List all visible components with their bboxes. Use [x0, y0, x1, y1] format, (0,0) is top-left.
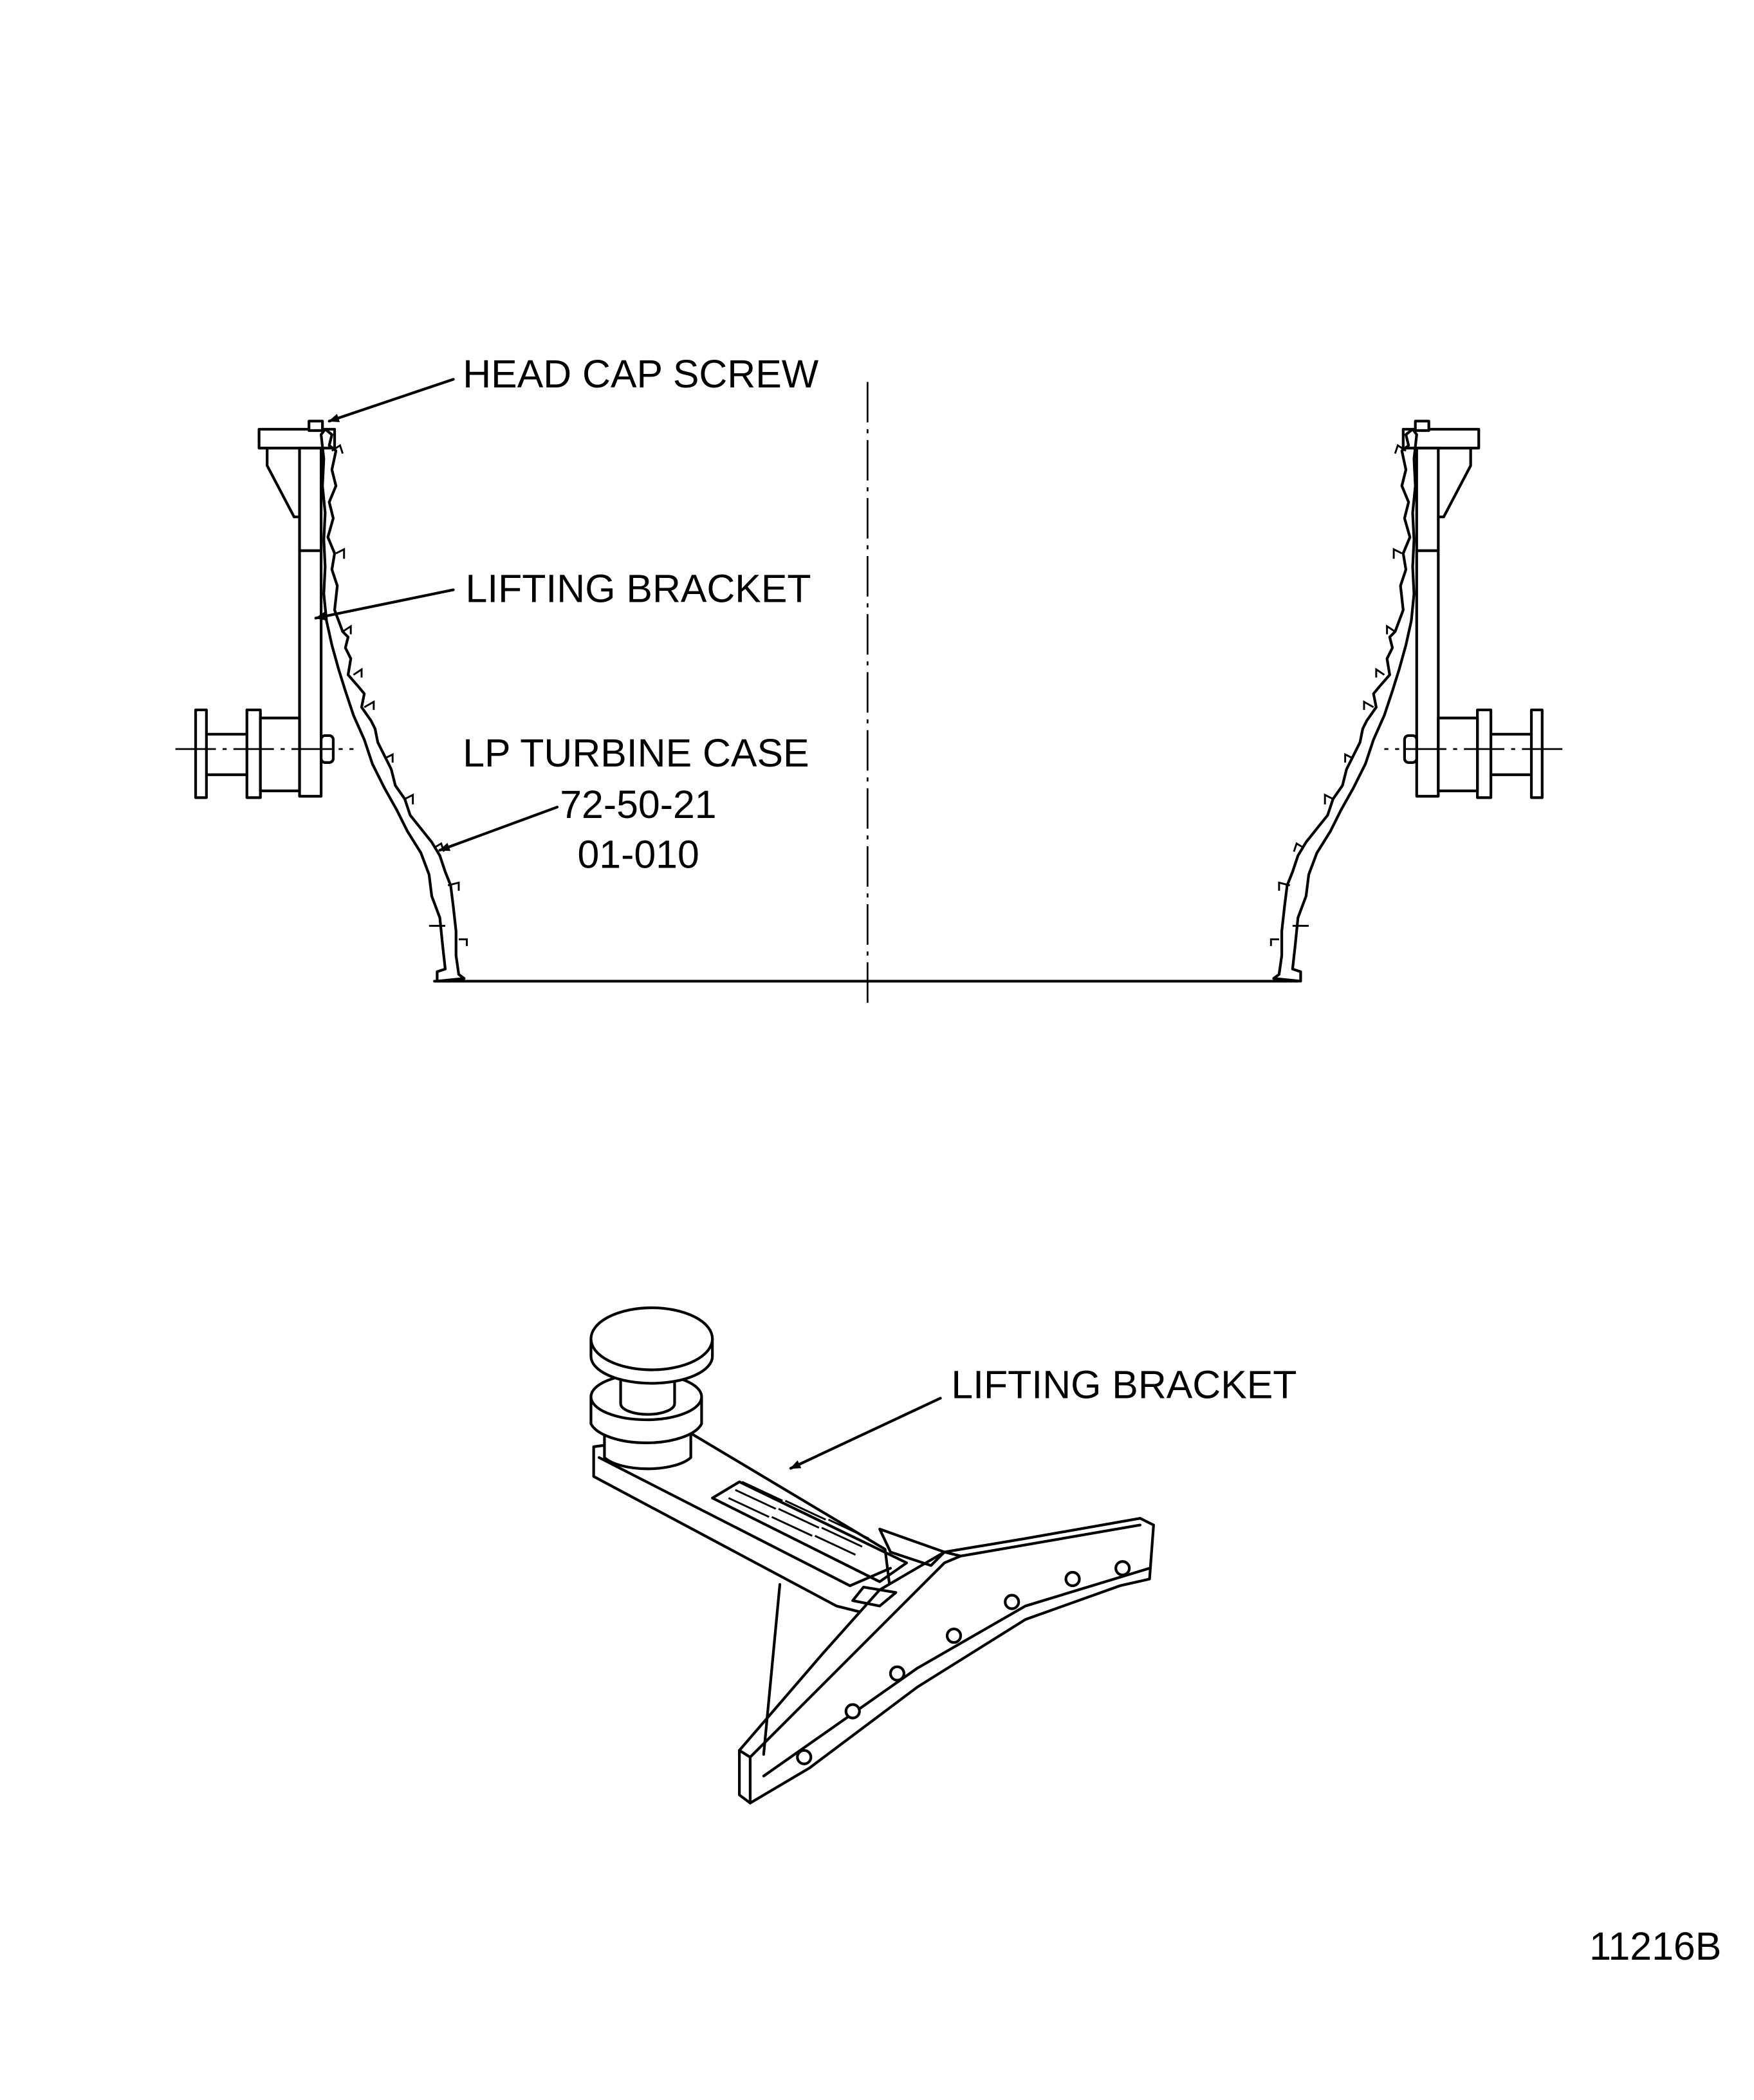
iso-lifting-bracket-label: LIFTING BRACKET	[951, 1363, 1297, 1407]
bolt-holes	[796, 1560, 1131, 1765]
right-bracket-section	[1271, 421, 1562, 981]
lp-turbine-case-label: LP TURBINE CASE	[463, 731, 809, 775]
trunnion-knob	[589, 1306, 714, 1471]
lifting-bracket-leader	[314, 588, 455, 621]
left-bracket-section	[176, 421, 467, 981]
head-cap-screw-label: HEAD CAP SCREW	[463, 352, 819, 396]
iso-lifting-bracket-leader	[789, 1397, 942, 1470]
section-view: HEAD CAP SCREW LIFTING BRACKET LP TURBIN…	[176, 352, 1563, 1006]
lifting-bracket-label: LIFTING BRACKET	[465, 566, 811, 610]
case-ref-2: 01-010	[577, 832, 699, 876]
case-ref-1: 72-50-21	[560, 783, 716, 826]
figure-id: 11216B	[1589, 1924, 1721, 1968]
lp-turbine-case-leader	[438, 805, 559, 852]
isometric-view: LIFTING BRACKET	[589, 1306, 1297, 1805]
head-cap-screw-leader	[328, 378, 455, 423]
